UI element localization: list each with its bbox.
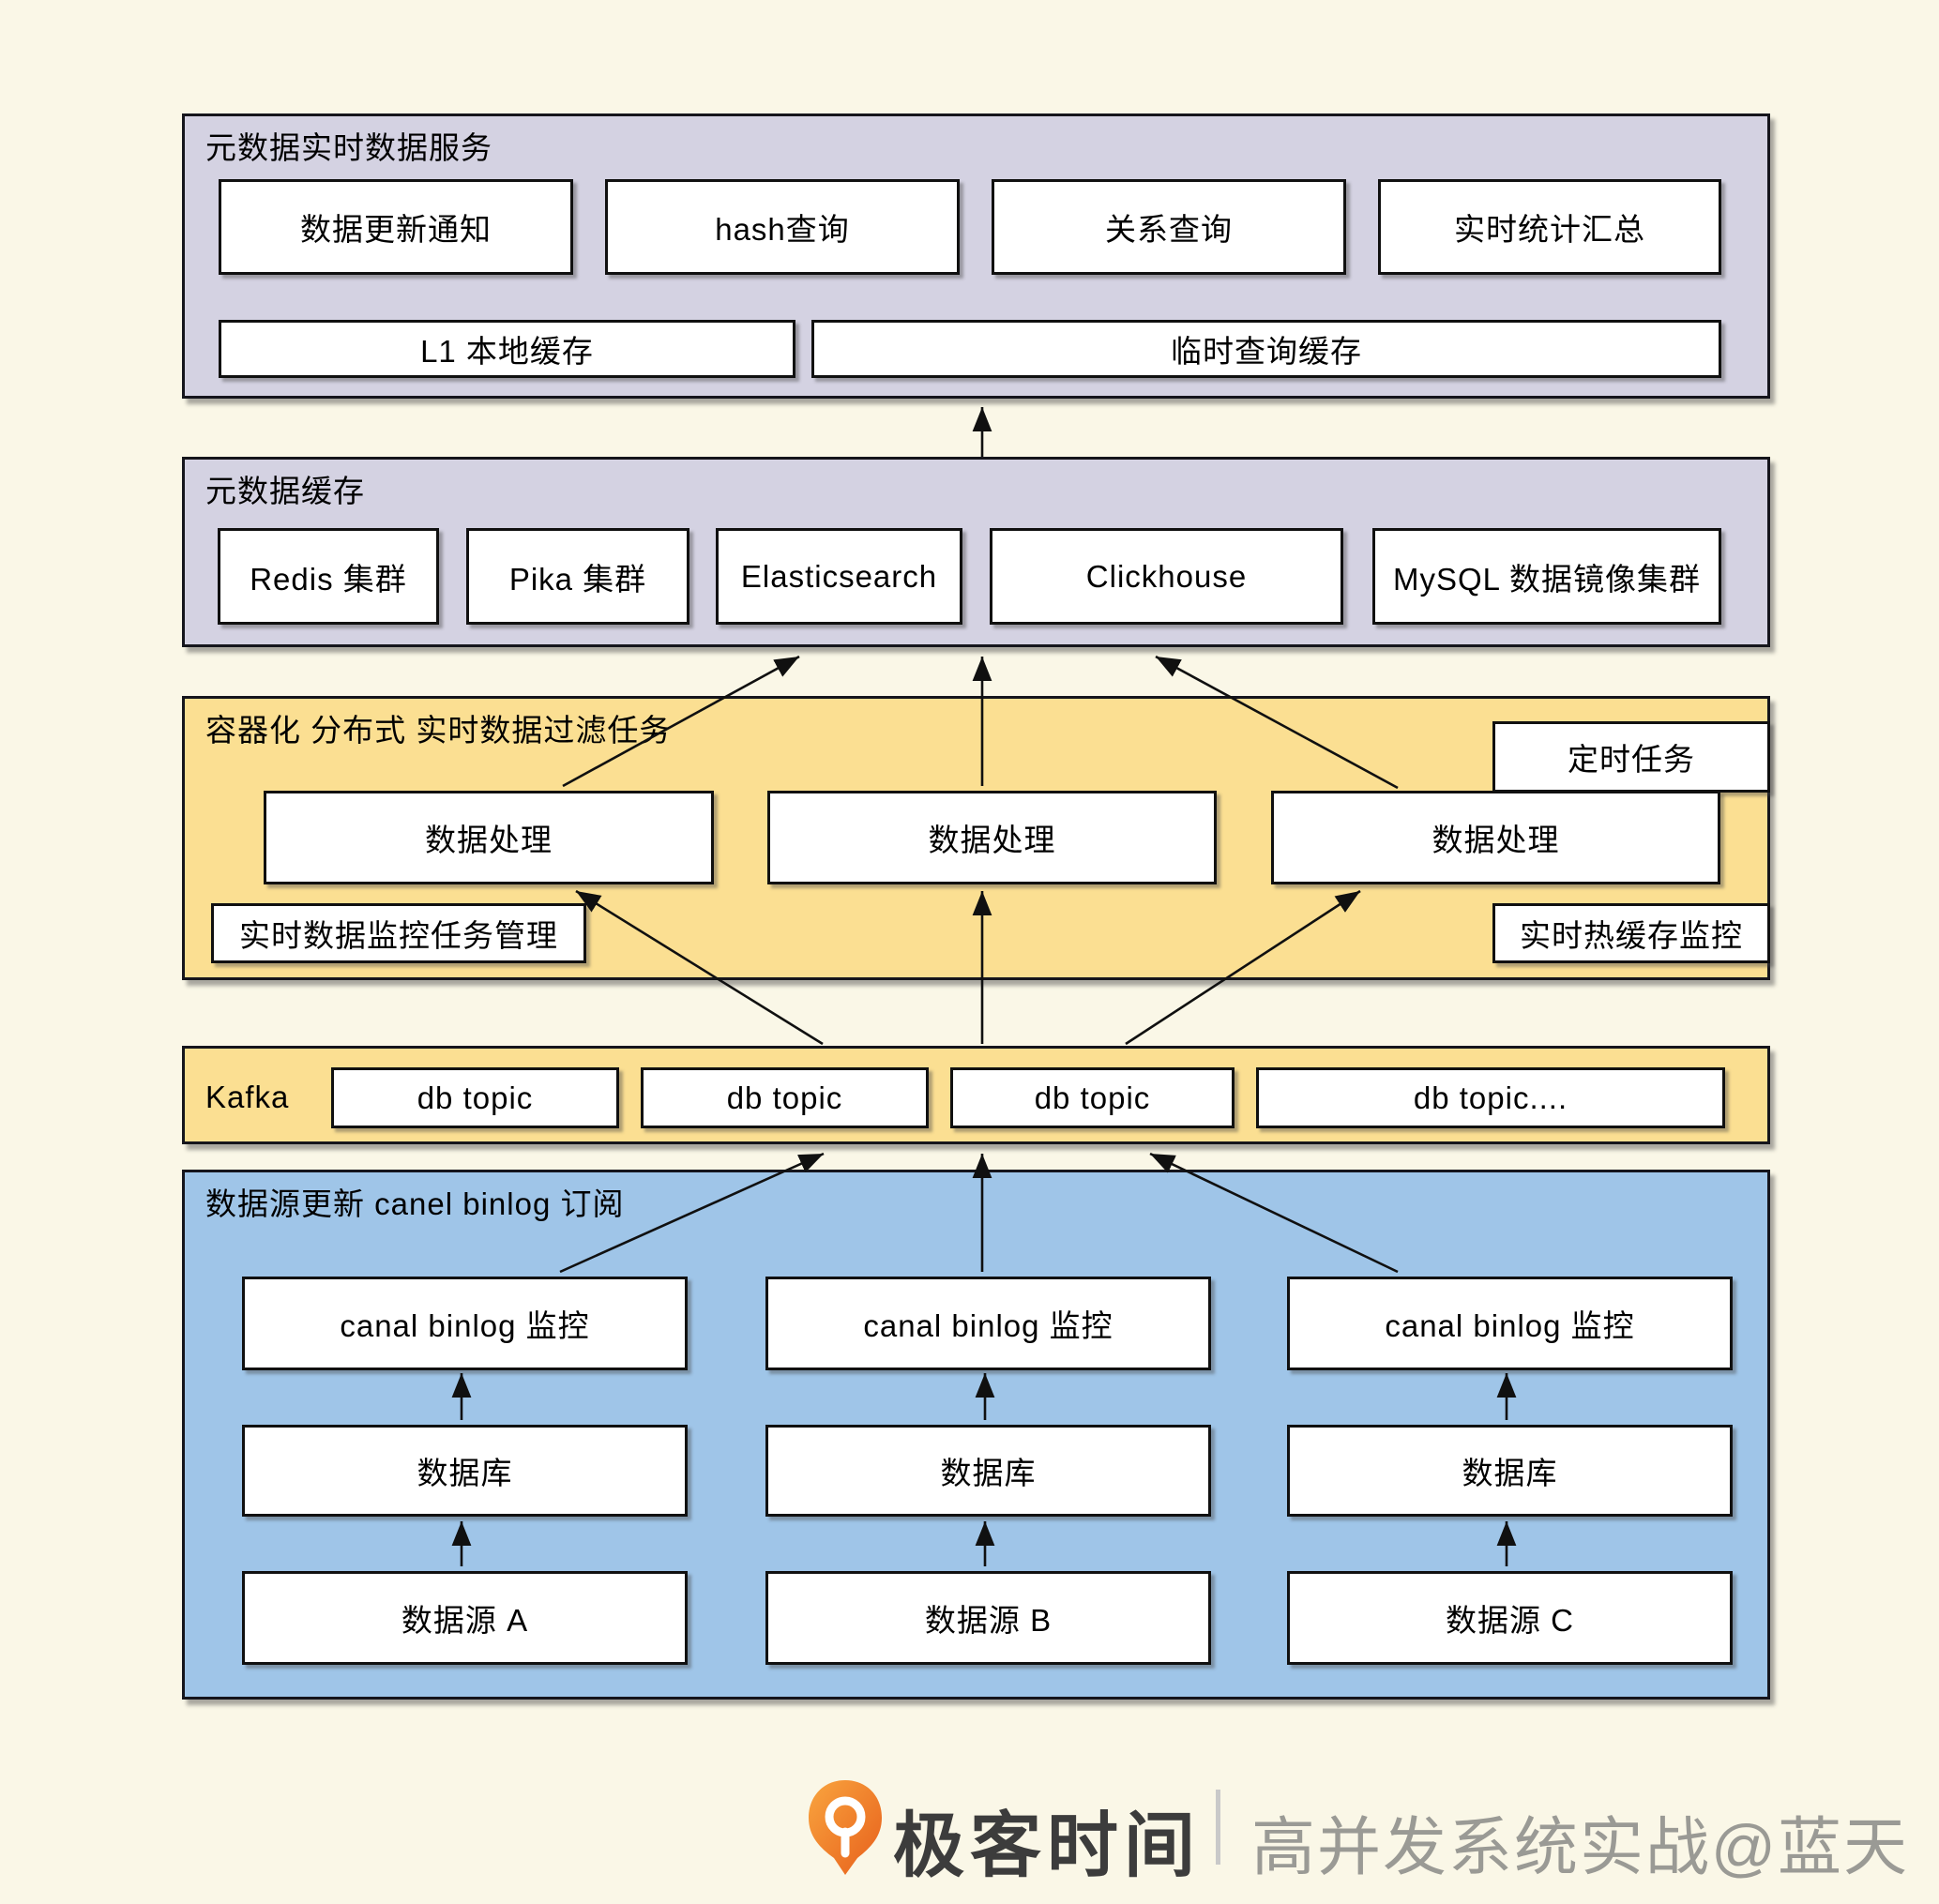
layer-metadata-service-title: 元数据实时数据服务: [205, 130, 492, 165]
layer-kafka-title: Kafka: [205, 1080, 290, 1114]
node-l1-local-cache: L1 本地缓存: [219, 320, 795, 378]
node-database-right: 数据库: [1287, 1425, 1733, 1517]
node-canal-monitor-right: canal binlog 监控: [1287, 1277, 1733, 1370]
node-redis-cluster: Redis 集群: [218, 528, 439, 625]
node-db-topic-2: db topic: [641, 1067, 929, 1128]
node-canal-monitor-left: canal binlog 监控: [242, 1277, 688, 1370]
footer-brand-text: 极客时间: [893, 1806, 1201, 1886]
layer-kafka: Kafka db topic db topic db topic db topi…: [182, 1046, 1770, 1144]
layer-filter-tasks: 容器化 分布式 实时数据过滤任务 定时任务 数据处理 数据处理 数据处理 实时数…: [182, 696, 1770, 980]
node-datasource-a: 数据源 A: [242, 1571, 688, 1665]
node-temp-query-cache: 临时查询缓存: [811, 320, 1721, 378]
layer-metadata-cache: 元数据缓存 Redis 集群 Pika 集群 Elasticsearch Cli…: [182, 457, 1770, 647]
node-datasource-b: 数据源 B: [765, 1571, 1211, 1665]
node-database-left: 数据库: [242, 1425, 688, 1517]
node-cron-task: 定时任务: [1492, 721, 1770, 793]
layer-metadata-service: 元数据实时数据服务 数据更新通知 hash查询 关系查询 实时统计汇总 L1 本…: [182, 113, 1770, 399]
node-pika-cluster: Pika 集群: [466, 528, 689, 625]
node-data-process-mid: 数据处理: [767, 791, 1217, 884]
layer-datasource-binlog: 数据源更新 canel binlog 订阅 canal binlog 监控 ca…: [182, 1170, 1770, 1700]
node-canal-monitor-mid: canal binlog 监控: [765, 1277, 1211, 1370]
node-data-update-notify: 数据更新通知: [219, 179, 573, 275]
node-datasource-c: 数据源 C: [1287, 1571, 1733, 1665]
node-realtime-stats: 实时统计汇总: [1378, 179, 1721, 275]
node-data-process-right: 数据处理: [1271, 791, 1720, 884]
footer-credit-text: 高并发系统实战@蓝天: [1251, 1812, 1910, 1883]
node-relation-query: 关系查询: [992, 179, 1346, 275]
node-data-process-left: 数据处理: [264, 791, 714, 884]
node-mysql-mirror-cluster: MySQL 数据镜像集群: [1372, 528, 1721, 625]
node-db-topic-1: db topic: [331, 1067, 619, 1128]
node-db-topic-3: db topic: [950, 1067, 1235, 1128]
node-monitor-task-mgmt: 实时数据监控任务管理: [211, 903, 586, 963]
layer-metadata-cache-title: 元数据缓存: [205, 474, 365, 508]
footer-separator: [1216, 1790, 1220, 1865]
layer-filter-tasks-title: 容器化 分布式 实时数据过滤任务: [205, 713, 672, 748]
node-clickhouse: Clickhouse: [990, 528, 1343, 625]
node-db-topic-more: db topic....: [1256, 1067, 1725, 1128]
node-hot-cache-monitor: 实时热缓存监控: [1492, 903, 1770, 963]
node-hash-query: hash查询: [605, 179, 960, 275]
node-elasticsearch: Elasticsearch: [716, 528, 962, 625]
geektime-logo-icon: [809, 1780, 882, 1875]
node-database-mid: 数据库: [765, 1425, 1211, 1517]
layer-datasource-binlog-title: 数据源更新 canel binlog 订阅: [205, 1186, 625, 1221]
